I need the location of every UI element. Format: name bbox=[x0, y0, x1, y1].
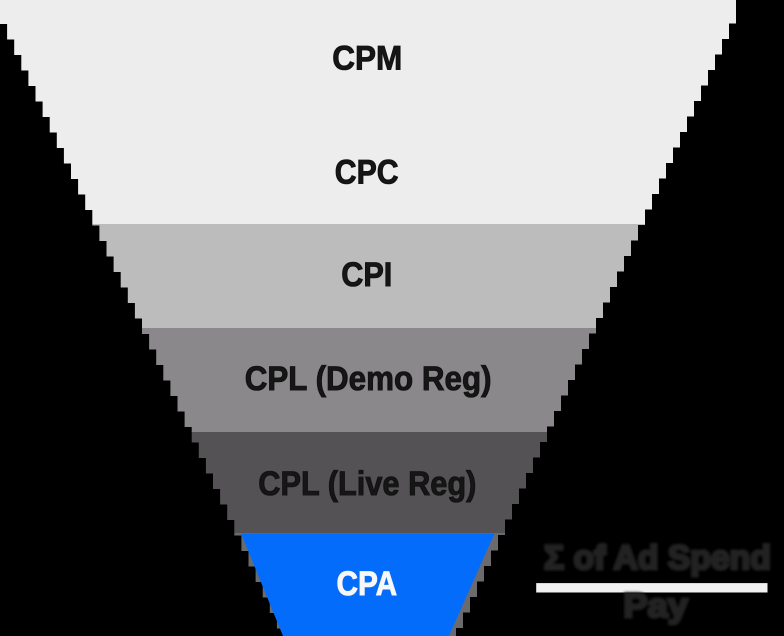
svg-text:CPA: CPA bbox=[337, 565, 398, 603]
svg-text:Σ of Ad Spend: Σ of Ad Spend bbox=[544, 539, 771, 577]
svg-text:CPC: CPC bbox=[335, 153, 399, 191]
svg-text:CPM: CPM bbox=[332, 40, 402, 78]
svg-text:CPL (Live Reg): CPL (Live Reg) bbox=[258, 465, 476, 503]
svg-text:CPL (Demo Reg): CPL (Demo Reg) bbox=[245, 360, 492, 398]
svg-text:CPI: CPI bbox=[341, 256, 392, 294]
svg-text:Pay: Pay bbox=[623, 587, 688, 625]
